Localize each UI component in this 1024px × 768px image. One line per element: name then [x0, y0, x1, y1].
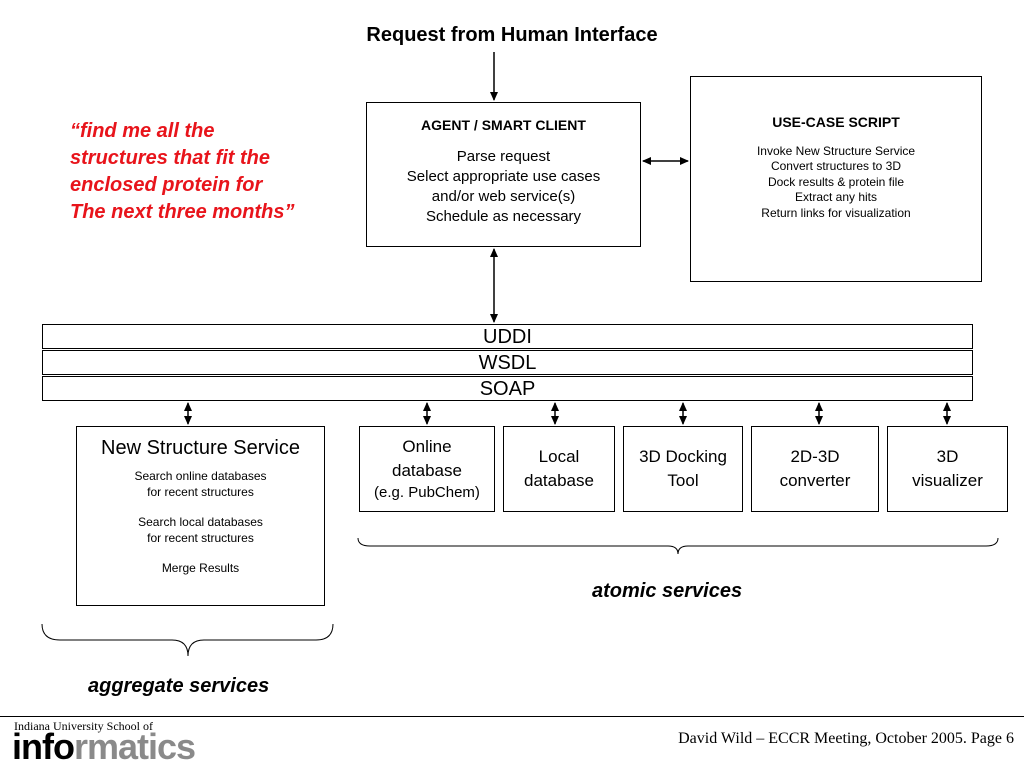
logo-part-dark: info — [12, 726, 75, 767]
use-case-line: Extract any hits — [794, 190, 878, 204]
aggregate-services-label: aggregate services — [88, 675, 270, 697]
wsdl-layer: WSDL — [42, 350, 973, 375]
aggregate-brace — [41, 623, 334, 657]
nss-line: for recent structures — [147, 484, 254, 499]
use-case-line: Convert structures to 3D — [770, 159, 902, 173]
nss-line: Search local databases — [138, 515, 263, 529]
docking-tool-box: 3D Docking Tool — [623, 426, 743, 512]
quote-line: structures that fit the — [70, 147, 271, 169]
local-line: Local — [538, 447, 580, 466]
converter-box: 2D-3D converter — [751, 426, 879, 512]
footer-org: Indiana University School of — [14, 719, 153, 733]
agent-smart-client-box: AGENT / SMART CLIENT Parse request Selec… — [366, 102, 641, 247]
agent-line: and/or web service(s) — [431, 188, 576, 205]
local-database-box: Local database — [503, 426, 615, 512]
visualizer-line: visualizer — [912, 471, 983, 490]
atomic-services-label: atomic services — [592, 580, 743, 602]
converter-line: converter — [779, 471, 851, 490]
soap-layer: SOAP — [42, 376, 973, 401]
use-case-title: USE-CASE SCRIPT — [772, 114, 900, 130]
agent-line: Select appropriate use cases — [406, 168, 601, 185]
online-database-box: Online database (e.g. PubChem) — [359, 426, 495, 512]
nss-line: for recent structures — [147, 530, 254, 545]
online-example: (e.g. PubChem) — [374, 484, 480, 501]
agent-line: Schedule as necessary — [425, 208, 582, 225]
quote-line: “find me all the — [70, 120, 215, 142]
footer-divider — [0, 716, 1024, 717]
request-title: Request from Human Interface — [366, 24, 658, 46]
atomic-brace — [357, 537, 999, 555]
docking-line: 3D Docking — [639, 447, 727, 466]
nss-title: New Structure Service — [101, 437, 300, 459]
docking-line: Tool — [667, 471, 699, 490]
use-case-line: Dock results & protein file — [767, 174, 905, 189]
nss-line: Merge Results — [161, 561, 240, 575]
use-case-script-box: USE-CASE SCRIPT Invoke New Structure Ser… — [690, 76, 982, 282]
use-case-line: Return links for visualization — [761, 205, 911, 220]
online-line: Online — [402, 437, 452, 456]
online-line: database — [392, 461, 462, 480]
quote-line: enclosed protein for — [70, 174, 263, 196]
new-structure-service-box: New Structure Service Search online data… — [76, 426, 325, 606]
use-case-line: Invoke New Structure Service — [756, 143, 916, 158]
logo-part-light: rmatics — [73, 726, 196, 767]
converter-line: 2D-3D — [790, 447, 840, 466]
local-line: database — [524, 471, 594, 490]
quote-line: The next three months” — [70, 201, 295, 223]
footer-citation: David Wild – ECCR Meeting, October 2005.… — [678, 730, 1014, 747]
agent-title: AGENT / SMART CLIENT — [421, 117, 586, 133]
uddi-layer: UDDI — [42, 324, 973, 349]
quote-text: “find me all the structures that fit the… — [70, 118, 370, 226]
agent-line: Parse request — [456, 148, 551, 165]
informatics-logo: informatics — [12, 726, 196, 767]
visualizer-line: 3D — [936, 447, 959, 466]
visualizer-box: 3D visualizer — [887, 426, 1008, 512]
nss-line: Search online databases — [134, 469, 267, 483]
